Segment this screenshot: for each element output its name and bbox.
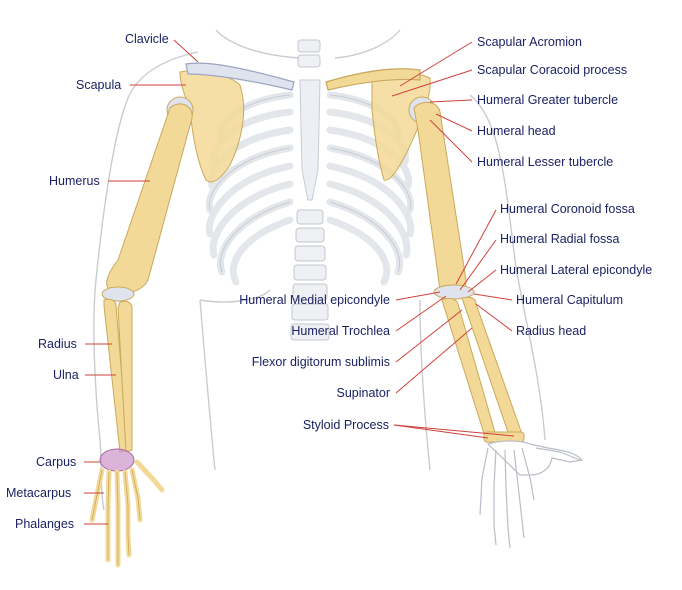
label-humeral-lateral-epicondyle: Humeral Lateral epicondyle xyxy=(500,263,653,277)
label-phalanges: Phalanges xyxy=(15,517,75,531)
label-supinator: Supinator xyxy=(336,386,390,400)
label-styloid-process: Styloid Process xyxy=(302,418,389,432)
label-humeral-capitulum: Humeral Capitulum xyxy=(516,293,623,307)
label-scapula: Scapula xyxy=(76,78,122,92)
label-metacarpus: Metacarpus xyxy=(6,486,72,500)
label-humeral-trochlea: Humeral Trochlea xyxy=(291,324,390,338)
label-humerus: Humerus xyxy=(49,174,100,188)
forearm-right xyxy=(441,296,525,443)
label-carpus: Carpus xyxy=(36,455,77,469)
label-humeral-radial-fossa: Humeral Radial fossa xyxy=(500,232,620,246)
humerus-left xyxy=(101,96,194,302)
hand-left xyxy=(89,448,165,568)
clavicle-left xyxy=(185,62,295,91)
label-ulna: Ulna xyxy=(53,368,79,382)
label-humeral-coronoid-fossa: Humeral Coronoid fossa xyxy=(500,202,635,216)
label-humeral-medial-epicondyle: Humeral Medial epicondyle xyxy=(239,293,390,307)
clavicle-right xyxy=(325,68,421,91)
humerus-right xyxy=(408,96,475,300)
label-flexor-digitorum-sublimis: Flexor digitorum sublimis xyxy=(251,355,390,369)
forearm-left xyxy=(103,298,133,453)
label-humeral-head: Humeral head xyxy=(477,124,556,138)
label-humeral-lesser-tubercle: Humeral Lesser tubercle xyxy=(477,155,614,169)
label-scapular-coracoid-process: Scapular Coracoid process xyxy=(477,63,628,77)
body-outline xyxy=(93,29,546,511)
spine xyxy=(290,39,330,341)
label-humeral-greater-tubercle: Humeral Greater tubercle xyxy=(477,93,619,107)
label-radius-head: Radius head xyxy=(516,324,587,338)
sternum xyxy=(299,79,321,201)
label-radius: Radius xyxy=(38,337,77,351)
hand-right xyxy=(479,440,584,549)
leader-lines xyxy=(84,39,515,525)
label-clavicle: Clavicle xyxy=(125,32,169,46)
label-scapular-acromion: Scapular Acromion xyxy=(477,35,582,49)
